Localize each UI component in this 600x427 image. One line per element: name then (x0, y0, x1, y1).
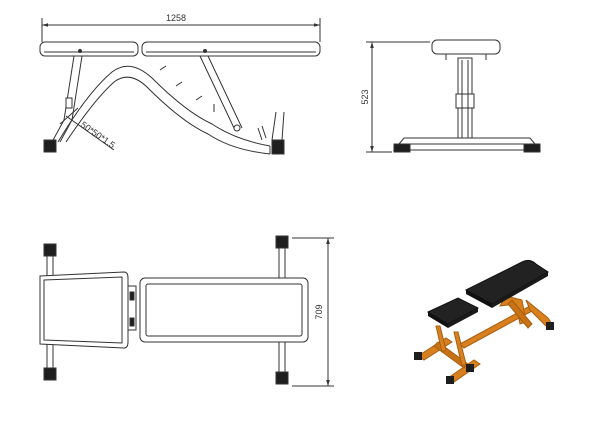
back-pad-side (141, 41, 321, 57)
height-dimension-label: 523 (360, 89, 370, 104)
width-dimension-label: 709 (314, 304, 324, 319)
back-pad-top (139, 277, 309, 343)
seat-pad-side (39, 41, 139, 57)
seat-pad-top (39, 271, 129, 349)
side-view (39, 18, 321, 155)
back-pad-3d (464, 259, 549, 305)
length-dimension-label: 1258 (166, 13, 186, 23)
tube-spec-label: 50*50*1.5 (79, 119, 117, 150)
main-frame-side (57, 65, 271, 147)
rear-strut-side (199, 55, 243, 129)
front-view (366, 39, 542, 153)
bench-3d-render (414, 259, 554, 384)
top-view (39, 235, 334, 387)
pad-front (431, 39, 501, 55)
